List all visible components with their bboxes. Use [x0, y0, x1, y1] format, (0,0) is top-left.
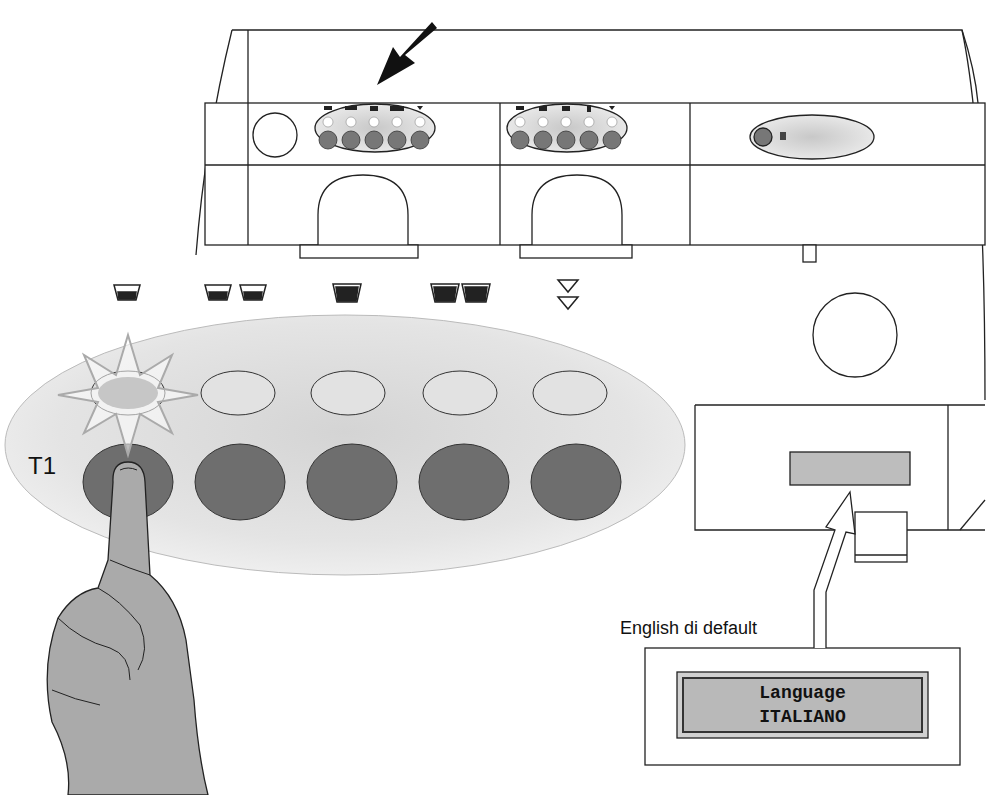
key-label: T1: [28, 452, 88, 480]
display-line: ITALIANO: [759, 705, 845, 729]
display-screen: LanguageITALIANO: [682, 677, 923, 733]
display-line: Language: [759, 681, 845, 705]
keypad-oval: T1: [28, 452, 88, 492]
default-note: English di default: [620, 618, 757, 639]
